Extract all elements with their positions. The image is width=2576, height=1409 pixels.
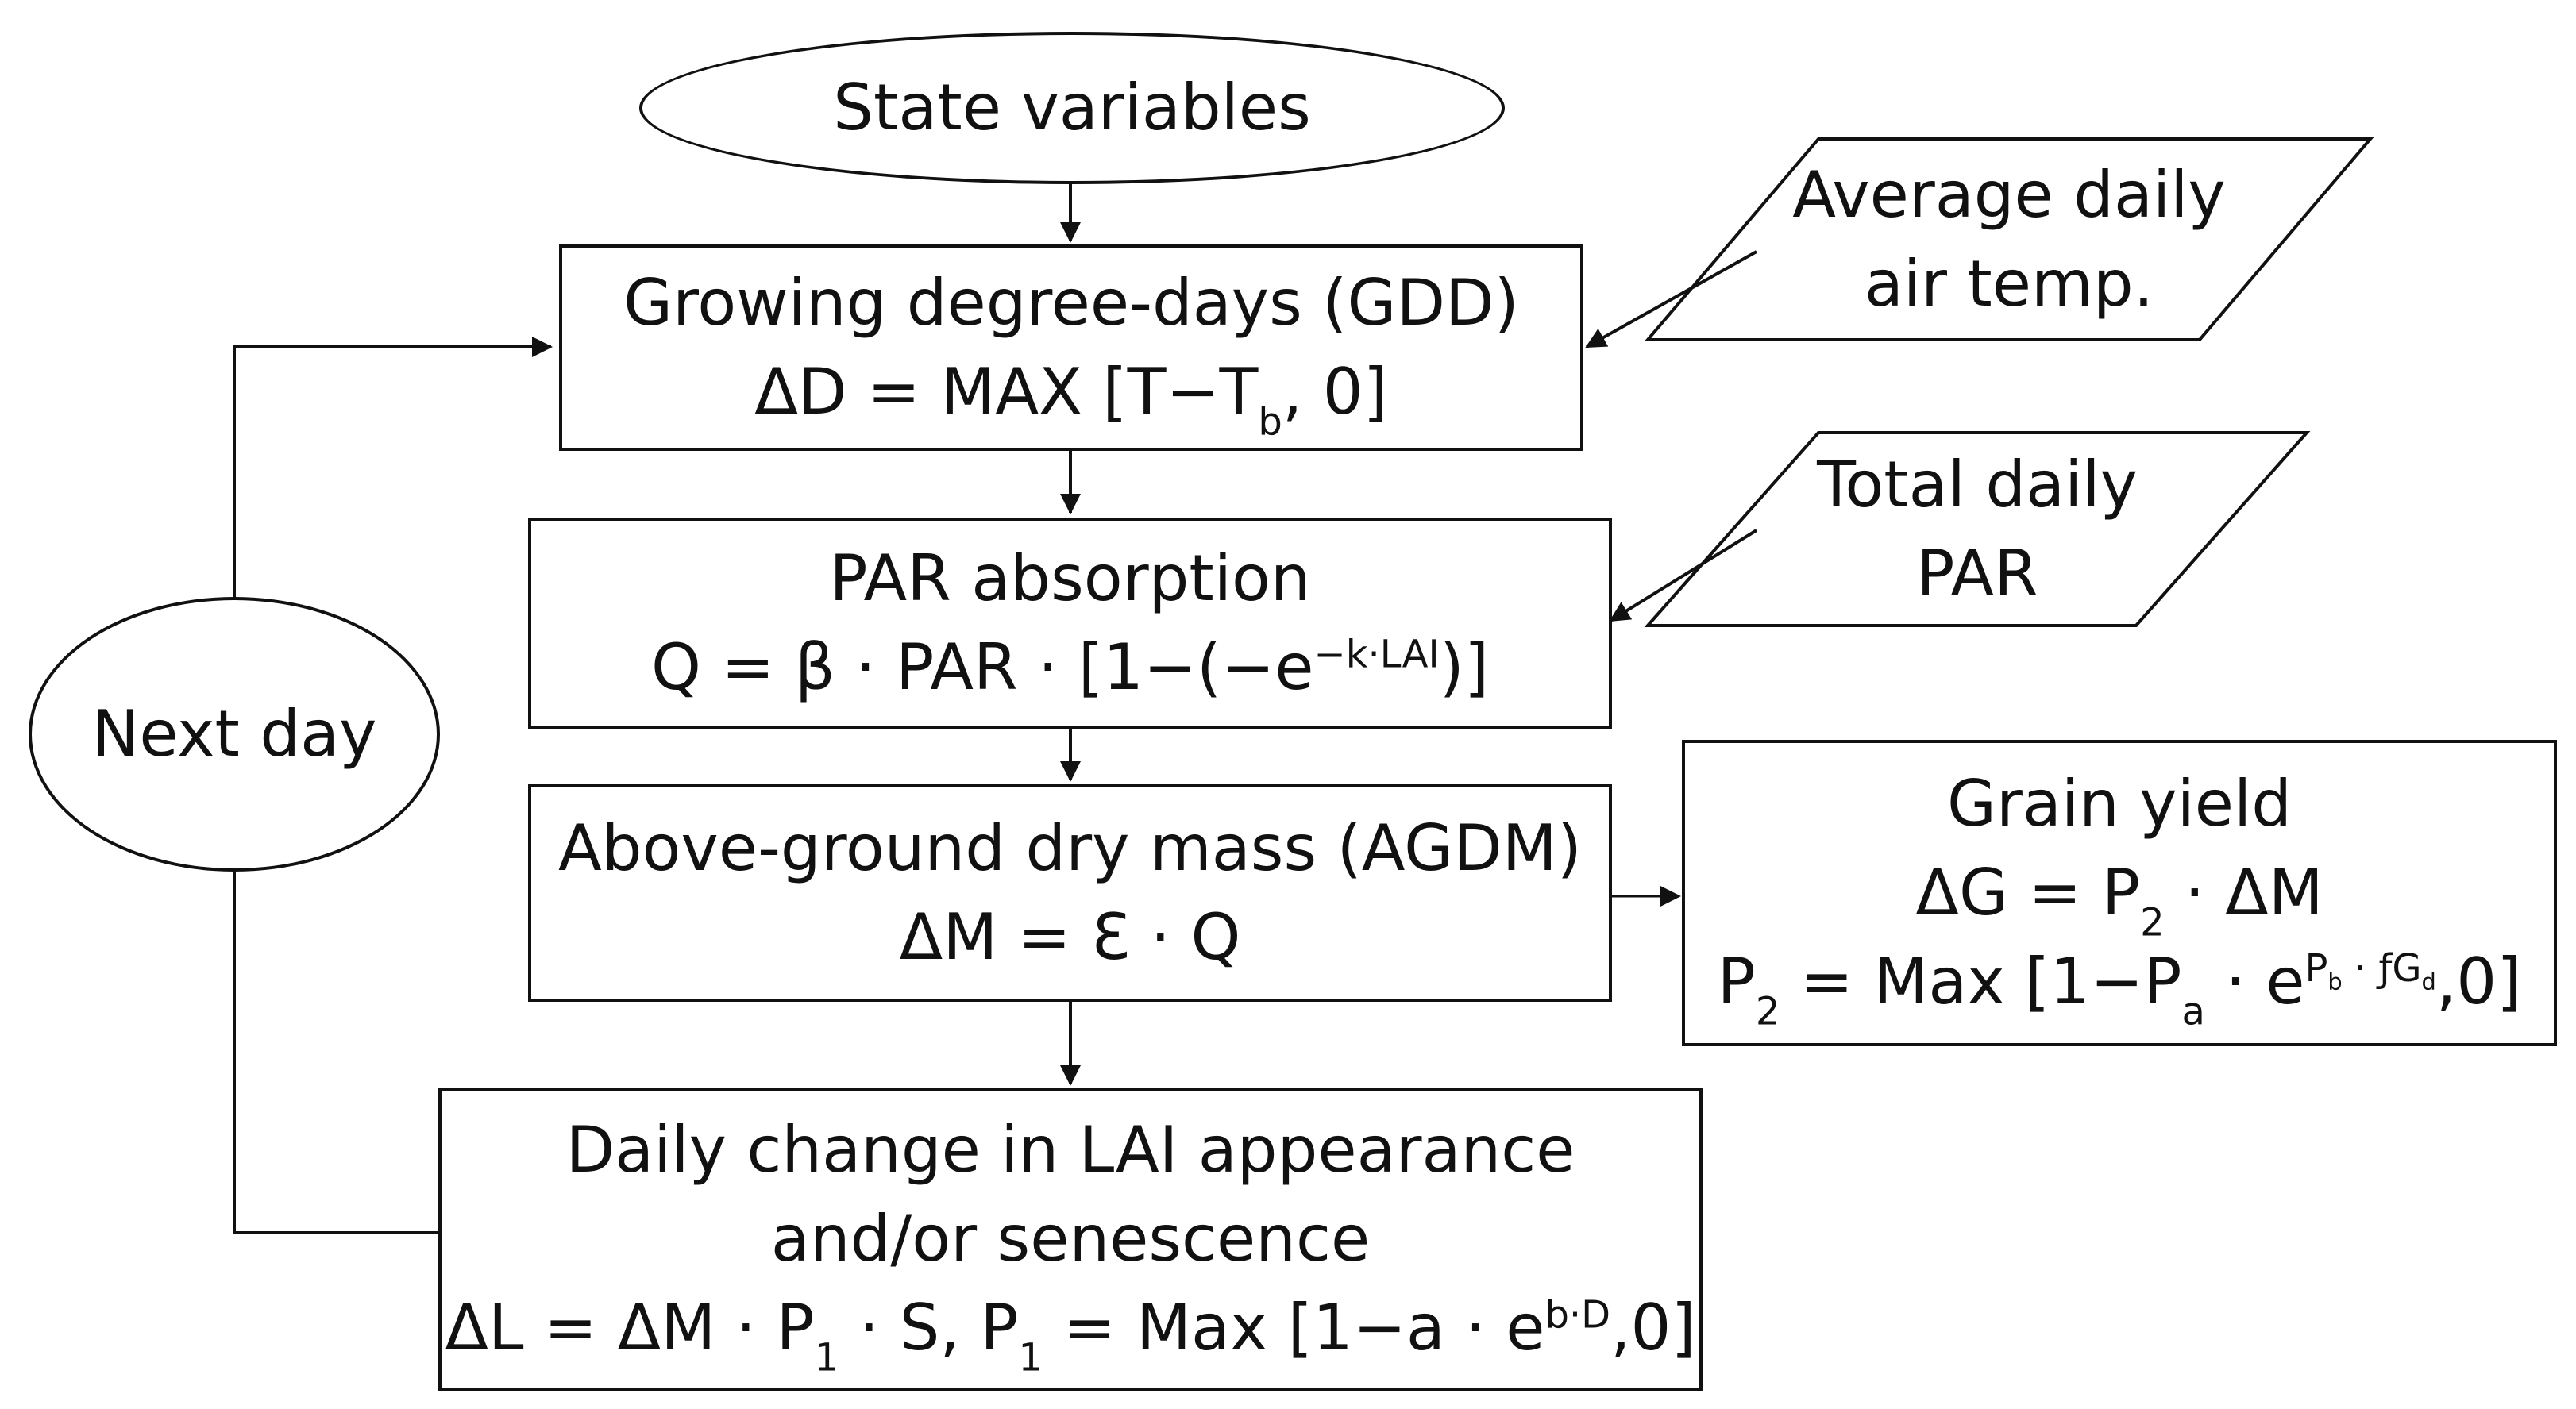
loop-next-day-to-gdd	[233, 337, 553, 597]
agdm-title: Above-ground dry mass (AGDM)	[558, 811, 1582, 885]
lai-equation: ΔL = ΔM · P1 · S, P1 = Max [1−a · eb·D,0…	[445, 1291, 1696, 1380]
state-variables-terminator: State variables	[639, 32, 1505, 184]
lai-line1: Daily change in LAI appearance	[565, 1113, 1575, 1187]
avg-temp-input-shape	[1644, 137, 2374, 341]
agdm-box: Above-ground dry mass (AGDM) ΔM = Ɛ · Q	[528, 784, 1612, 1002]
gdd-box: Growing degree-days (GDD) ΔD = MAX [T−Tb…	[559, 244, 1583, 451]
arrow-par-input-to-par	[1609, 529, 1758, 622]
lai-change-box: Daily change in LAI appearance and/or se…	[438, 1088, 1703, 1391]
total-par-line2: PAR	[1916, 536, 2038, 610]
avg-temp-input: Average daily air temp.	[1699, 139, 2319, 340]
state-variables-label: State variables	[833, 71, 1311, 144]
par-equation: Q = β · PAR · [1−(−e−k·LAI)]	[650, 630, 1490, 704]
gdd-equation: ΔD = MAX [T−Tb, 0]	[754, 355, 1388, 445]
next-day-node: Next day	[29, 597, 440, 872]
total-par-input: Total daily PAR	[1707, 433, 2247, 626]
grain-equation-2: P2 = Max [1−Pa · ePb · ƒGd,0]	[1717, 945, 2522, 1034]
arrow-temp-to-gdd	[1585, 250, 1757, 348]
loop-lai-to-next-day	[233, 872, 438, 1234]
total-par-line1: Total daily	[1817, 447, 2138, 522]
par-title: PAR absorption	[829, 541, 1311, 615]
grain-equation-1: ΔG = P2 · ΔM	[1915, 856, 2323, 945]
grain-title: Grain yield	[1946, 767, 2293, 841]
avg-temp-line2: air temp.	[1864, 246, 2154, 321]
lai-line2: and/or senescence	[770, 1202, 1371, 1276]
grain-yield-box: Grain yield ΔG = P2 · ΔM P2 = Max [1−Pa …	[1682, 740, 2557, 1046]
avg-temp-line1: Average daily	[1792, 157, 2226, 232]
gdd-title: Growing degree-days (GDD)	[623, 266, 1519, 340]
agdm-equation: ΔM = Ɛ · Q	[899, 900, 1241, 974]
par-absorption-box: PAR absorption Q = β · PAR · [1−(−e−k·LA…	[528, 518, 1612, 729]
next-day-label: Next day	[91, 697, 377, 771]
